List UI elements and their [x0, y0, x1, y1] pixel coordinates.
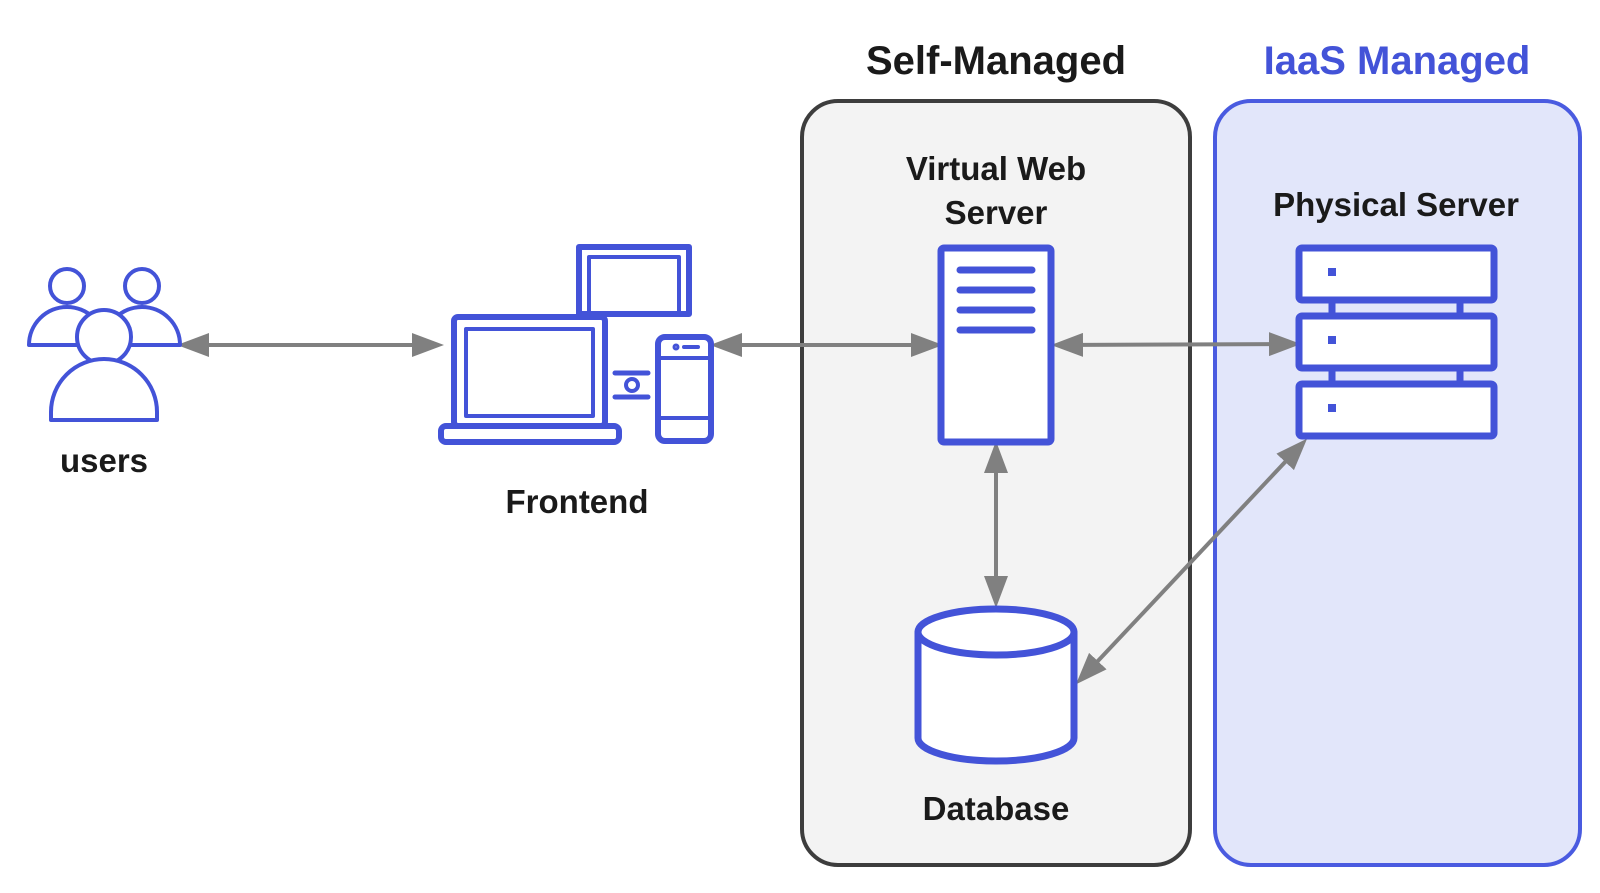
database-cylinder-icon	[914, 605, 1078, 765]
devices-icon	[438, 244, 714, 445]
users-label: users	[60, 442, 148, 479]
server-rack-icon	[1295, 244, 1498, 440]
physical-server-label: Physical Server	[1273, 186, 1519, 223]
iaas-managed-title: IaaS Managed	[1264, 39, 1531, 83]
server-document-icon	[937, 244, 1055, 446]
connector-database-physicalserver	[1075, 438, 1308, 685]
frontend-label: Frontend	[506, 483, 649, 520]
web-server-label-line1: Virtual Web	[906, 150, 1086, 187]
web-server-label-line2: Server	[945, 194, 1048, 231]
users-group-icon	[27, 267, 182, 422]
self-managed-title: Self-Managed	[866, 39, 1126, 83]
database-label: Database	[923, 790, 1070, 827]
connector-webserver-physicalserver	[1051, 332, 1301, 357]
